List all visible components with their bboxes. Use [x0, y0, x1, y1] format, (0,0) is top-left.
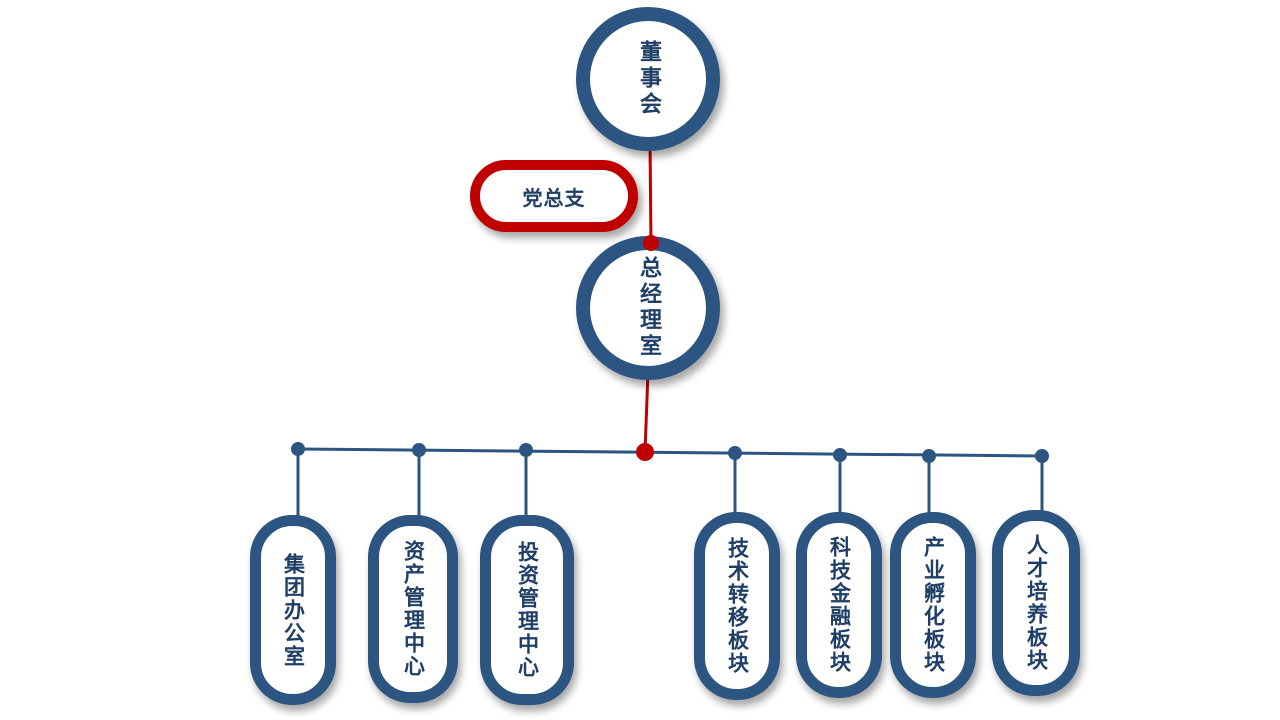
gm-office-label: 总经理室	[636, 256, 661, 360]
board-node: 董事会	[576, 7, 720, 151]
dept-node-talent: 人才培养板块	[992, 510, 1080, 696]
junction-dot	[833, 448, 847, 462]
dept-label: 集团办公室	[281, 552, 306, 668]
party-branch-node: 党总支	[470, 160, 638, 232]
dept-node-investment-mgmt: 投资管理中心	[480, 515, 574, 705]
board-label: 董事会	[636, 40, 661, 118]
dept-label: 产业孵化板块	[921, 536, 946, 674]
dept-label: 科技金融板块	[827, 536, 852, 674]
junction-dot	[728, 446, 742, 460]
junction-dot	[922, 449, 936, 463]
connector-board-to-gm	[648, 139, 653, 245]
party-branch-label: 党总支	[522, 185, 586, 210]
dept-node-tech-finance: 科技金融板块	[796, 512, 882, 698]
dept-node-office: 集团办公室	[250, 515, 336, 705]
junction-dot	[412, 443, 426, 457]
junction-dot	[291, 442, 305, 456]
dept-label: 资产管理中心	[401, 540, 426, 678]
dept-node-asset-mgmt: 资产管理中心	[368, 515, 458, 703]
dept-label: 技术转移板块	[725, 537, 750, 675]
dept-label: 投资管理中心	[515, 541, 540, 679]
dept-node-incubation: 产业孵化板块	[890, 512, 976, 698]
gm-office-node: 总经理室	[576, 236, 720, 380]
junction-dot	[519, 443, 533, 457]
connector-gm-to-bus	[643, 371, 650, 453]
center-junction-dot	[636, 443, 654, 461]
junction-dot	[1035, 449, 1049, 463]
dept-label: 人才培养板块	[1024, 534, 1049, 672]
dept-node-tech-transfer: 技术转移板块	[694, 512, 780, 700]
